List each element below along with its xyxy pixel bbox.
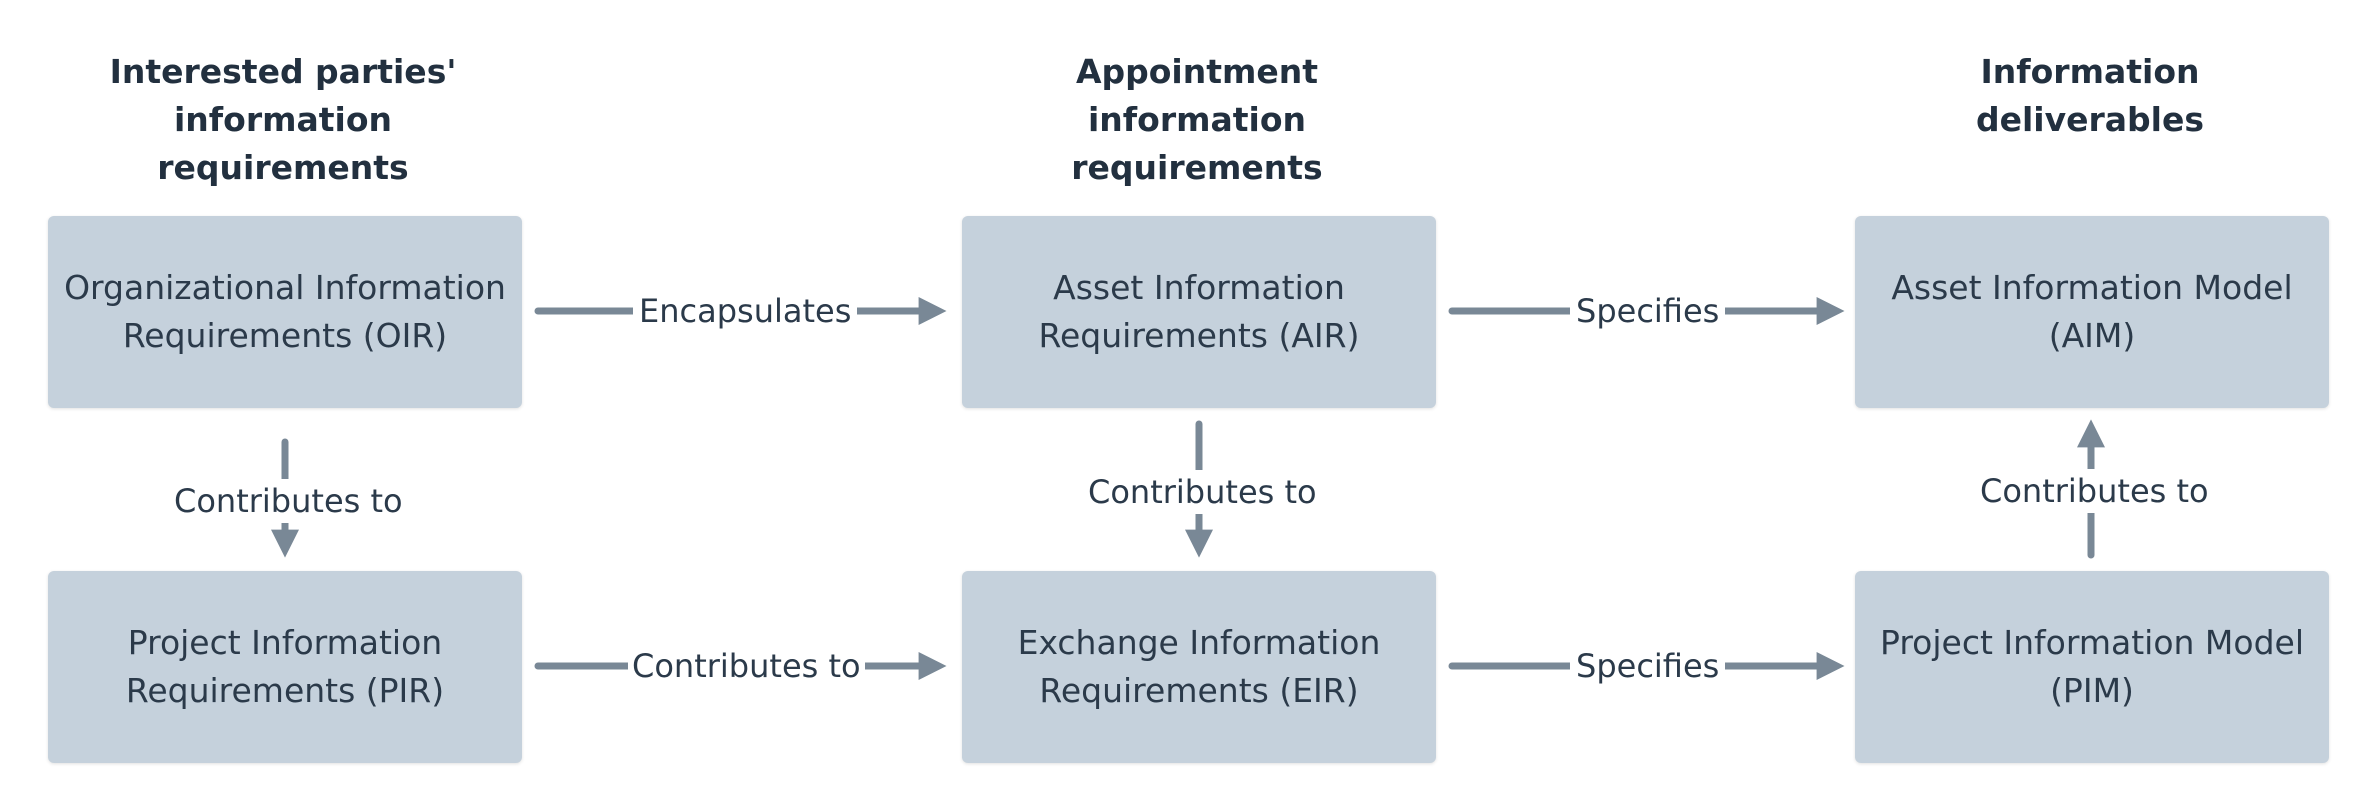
box-pir-label: Project Information Requirements (PIR) xyxy=(125,623,445,710)
heading-information-deliverables: Information deliverables xyxy=(1975,52,2205,139)
label-encapsulates: Encapsulates xyxy=(633,291,858,331)
box-pim: Project Information Model (PIM) xyxy=(1855,571,2329,763)
label-contributes-oir-pir: Contributes to xyxy=(168,479,409,523)
box-eir-label: Exchange Information Requirements (EIR) xyxy=(1017,623,1381,710)
box-aim-label: Asset Information Model (AIM) xyxy=(1891,268,2293,355)
box-aim: Asset Information Model (AIM) xyxy=(1855,216,2329,408)
box-oir: Organizational Information Requirements … xyxy=(48,216,522,408)
label-specifies-air-aim: Specifies xyxy=(1570,291,1726,331)
label-contributes-pir-eir: Contributes to xyxy=(628,646,865,686)
heading-appointment-requirements: Appointment information requirements xyxy=(1071,52,1323,187)
box-pim-label: Project Information Model (PIM) xyxy=(1880,623,2304,710)
heading-interested-parties: Interested parties' information requirem… xyxy=(109,52,457,187)
box-oir-label: Organizational Information Requirements … xyxy=(64,268,506,355)
box-air-label: Asset Information Requirements (AIR) xyxy=(1038,268,1360,355)
box-air: Asset Information Requirements (AIR) xyxy=(962,216,1436,408)
label-contributes-air-eir: Contributes to xyxy=(1082,470,1323,514)
label-contributes-pim-aim: Contributes to xyxy=(1974,469,2215,513)
box-pir: Project Information Requirements (PIR) xyxy=(48,571,522,763)
box-eir: Exchange Information Requirements (EIR) xyxy=(962,571,1436,763)
label-specifies-eir-pim: Specifies xyxy=(1570,646,1726,686)
